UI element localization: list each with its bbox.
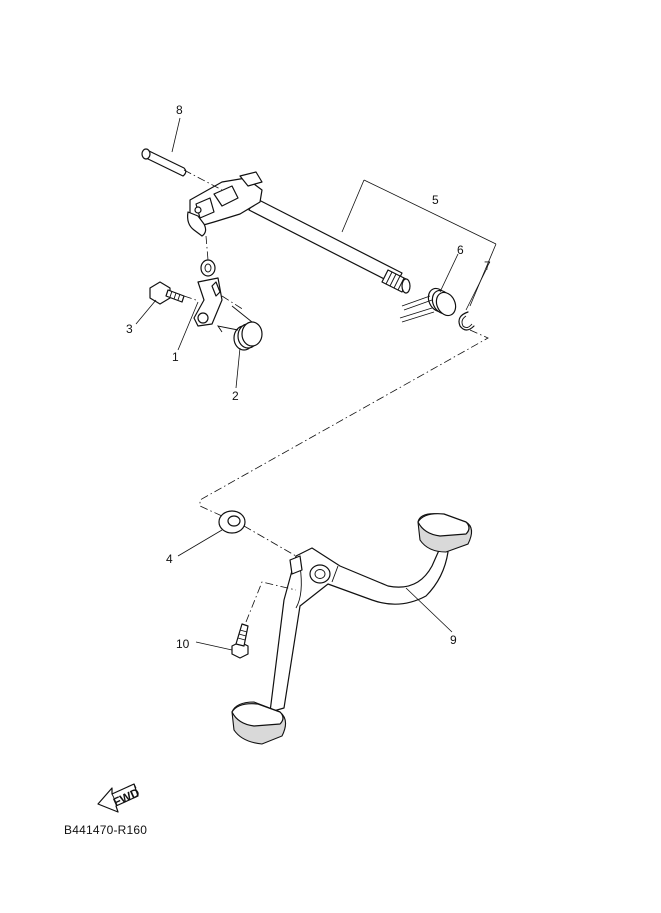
part-6-spring bbox=[399, 287, 457, 323]
callout-6: 6 bbox=[457, 243, 464, 257]
callout-5: 5 bbox=[432, 193, 439, 207]
callout-3: 3 bbox=[126, 322, 133, 336]
callout-7: 7 bbox=[484, 259, 491, 273]
part-9-pedal bbox=[231, 513, 473, 745]
part-7-circlip bbox=[458, 311, 475, 331]
callout-2: 2 bbox=[232, 389, 239, 403]
part-5-shift-shaft bbox=[187, 171, 411, 294]
fwd-arrow-icon: FWD bbox=[97, 783, 142, 813]
leader-lines bbox=[135, 117, 497, 651]
callout-8: 8 bbox=[176, 103, 183, 117]
callout-9: 9 bbox=[450, 633, 457, 647]
part-10-bolt bbox=[231, 623, 249, 659]
part-8-pin bbox=[141, 148, 187, 177]
assembly-lines bbox=[183, 169, 489, 623]
fwd-label: FWD bbox=[111, 785, 142, 809]
part-3-bolt bbox=[149, 281, 185, 305]
callout-4: 4 bbox=[166, 552, 173, 566]
diagram-code: B441470-R160 bbox=[64, 823, 148, 837]
part-2-spring bbox=[217, 305, 263, 351]
part-1-lever bbox=[193, 259, 223, 327]
callout-labels: 8 5 6 7 3 1 2 4 9 10 bbox=[126, 103, 491, 651]
part-4-washer bbox=[218, 510, 246, 534]
callout-10: 10 bbox=[176, 637, 190, 651]
callout-1: 1 bbox=[172, 350, 179, 364]
